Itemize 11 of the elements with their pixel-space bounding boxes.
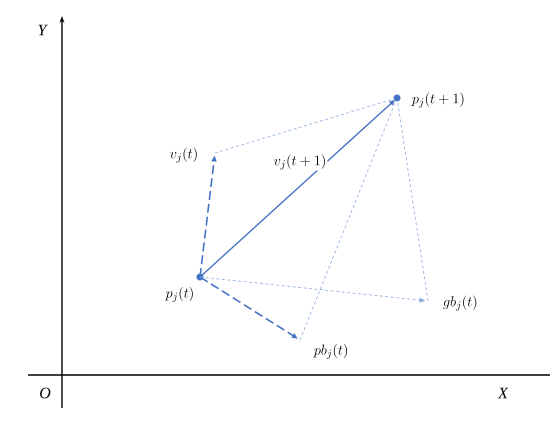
point: $p_j(t)$ xyxy=(165,274,204,302)
axis-label: X xyxy=(498,388,508,398)
point: $pb_j(t)$ xyxy=(313,344,348,360)
point: $v_j(t)$ xyxy=(170,147,197,163)
point: $gb_j(t)$ xyxy=(443,295,476,311)
axis-label: O xyxy=(40,388,50,398)
edge-label: $v_j(t+1)$ xyxy=(272,153,328,171)
point: $p_j(t+1)$ xyxy=(394,92,464,108)
axis-label: Y xyxy=(38,24,48,36)
node-label: $p_j(t)$ xyxy=(165,286,193,302)
node-label: $p_j(t+1)$ xyxy=(411,92,464,108)
